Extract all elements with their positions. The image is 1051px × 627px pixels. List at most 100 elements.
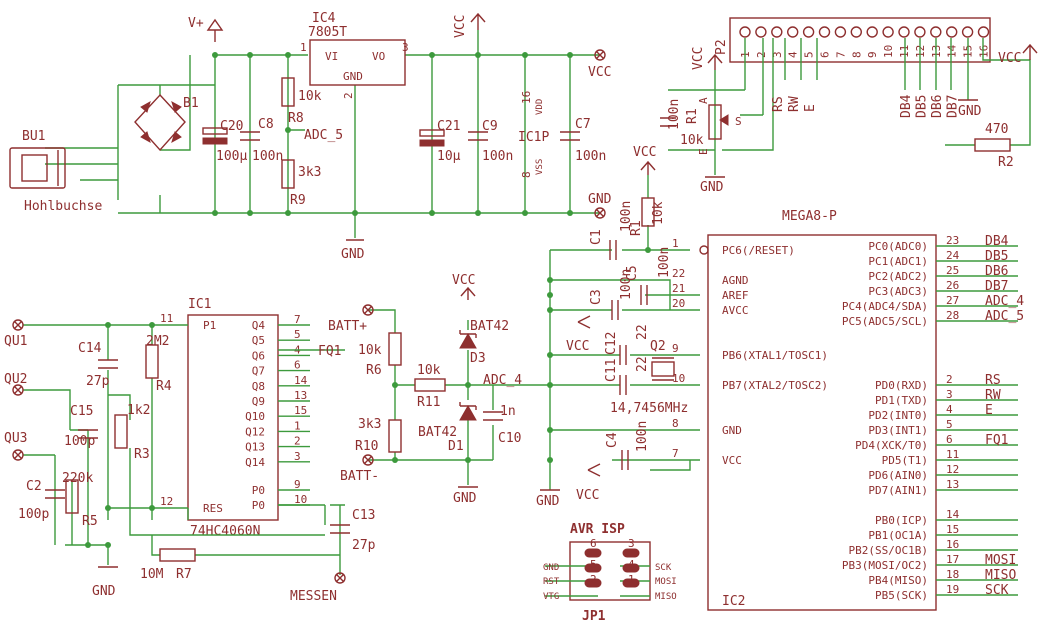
mcu-left-name-7: VCC — [722, 454, 742, 467]
mcu-net-db5: DB5 — [985, 249, 1008, 264]
c4-label: C4 — [605, 432, 620, 448]
mcu-left-name-1: AGND — [722, 274, 749, 287]
mcu-right-pin-16: 16 — [946, 538, 959, 551]
lcd-pin-num-5: 5 — [803, 51, 816, 58]
lcd-pin-num-16: 16 — [978, 45, 991, 58]
ic1-right-name-0: Q4 — [252, 319, 266, 332]
adc5-top-label: ADC_5 — [304, 128, 343, 143]
resistor-r10 — [388, 419, 402, 453]
c20-label: C20 — [220, 119, 243, 134]
lcd-pin-15 — [961, 26, 974, 38]
mcu-right-pin-15: 15 — [946, 523, 959, 536]
ic4-vo: VO — [372, 50, 385, 63]
ic1-right-name-4: Q8 — [252, 380, 265, 393]
gnd-mcu-label: GND — [536, 494, 560, 509]
c5-value: 100n — [657, 247, 672, 278]
qu3-label: QU3 — [4, 431, 27, 446]
lcd-pin-num-8: 8 — [850, 51, 863, 58]
vplus-label: V+ — [188, 16, 204, 31]
resistor-r11 — [414, 378, 446, 392]
mcu-left-name-2: AREF — [722, 289, 749, 302]
cap-c15 — [78, 429, 98, 439]
lcd-db-db6: DB6 — [930, 95, 945, 118]
c3-label: C3 — [589, 289, 604, 305]
mcu-right-name-11: PD5(T1) — [882, 454, 928, 467]
lcd-pin-num-7: 7 — [834, 51, 847, 58]
c9-label: C9 — [482, 119, 498, 134]
mcu-right-name-9: PD3(INT1) — [868, 424, 928, 437]
lcd-rs: RS — [771, 96, 786, 112]
mcu-net-mosi: MOSI — [985, 553, 1016, 568]
gnd-supply-label: GND — [588, 192, 612, 207]
qu1-label: QU1 — [4, 334, 27, 349]
mcu-left-name-5: PB7(XTAL2/TOSC2) — [722, 379, 828, 392]
regulator-ic4: IC4 7805T VI VO GND 1 3 2 — [300, 11, 409, 99]
mcu-right-name-1: PC1(ADC1) — [868, 255, 928, 268]
ic1-left-name-0: P1 — [203, 319, 216, 332]
lcd-pin-num-2: 2 — [755, 51, 768, 58]
resistor-r7 — [159, 548, 196, 562]
c9-value: 100n — [482, 149, 513, 164]
ic1p-label: IC1P — [518, 130, 549, 145]
bu1-label: BU1 — [22, 129, 45, 144]
vcc-batt-arrow — [460, 286, 476, 300]
lcd-pin-4 — [787, 26, 799, 38]
isp-pad-6 — [584, 548, 602, 558]
vcc-top-label: VCC — [453, 15, 468, 38]
adc4-label: ADC_4 — [483, 373, 522, 388]
ic1-right-pin-7: 7 — [294, 313, 301, 326]
r10-label: R10 — [355, 439, 378, 454]
mcu-right-pin-14: 14 — [946, 508, 960, 521]
mcu-net-fq1: FQ1 — [985, 433, 1008, 448]
r1-value: 10k — [651, 201, 666, 225]
vcc-batt-label: VCC — [452, 273, 475, 288]
lcd-e: E — [803, 104, 818, 112]
ic2-label: IC2 — [722, 594, 745, 609]
mcu-right-name-14: PB0(ICP) — [875, 514, 928, 527]
mcu-right-name-8: PD2(INT0) — [868, 409, 928, 422]
pot-e-label: E — [697, 148, 710, 155]
ic1-right-pin-9: 9 — [294, 478, 301, 491]
mcu-right-name-6: PD0(RXD) — [875, 379, 928, 392]
mcu-left-pin-10: 10 — [672, 372, 685, 385]
c8-value: 100n — [252, 149, 283, 164]
gnd-supply-pad: GND — [588, 192, 612, 219]
resistor-r4 — [145, 344, 159, 379]
mcu-net-sck: SCK — [985, 583, 1009, 598]
isp-header-body — [569, 541, 651, 601]
mcu-right-pin-23: 23 — [946, 234, 959, 247]
ic1-right-name-9: Q14 — [245, 456, 265, 469]
isp-pad-num-3: 3 — [628, 537, 635, 550]
isp-pad-num-1: 1 — [628, 573, 635, 586]
lcd-pin-num-10: 10 — [882, 45, 895, 58]
ic1-right-pin-13: 13 — [294, 389, 307, 402]
vcc-bot-arrow — [587, 463, 601, 477]
isp-pad-3 — [622, 548, 640, 558]
ic4-vi: VI — [325, 50, 338, 63]
c10-value: 1n — [500, 404, 516, 419]
r3-label: R3 — [134, 447, 150, 462]
lcd-pin-5 — [802, 26, 815, 38]
c14-label: C14 — [78, 341, 102, 356]
mcu-right-name-12: PD6(AIN0) — [868, 469, 928, 482]
ic1-right-name-2: Q6 — [252, 349, 265, 362]
pot-a-label: A — [697, 97, 710, 104]
ic1-right-pin-10: 10 — [294, 493, 307, 506]
ic1-right-pin-14: 14 — [294, 374, 308, 387]
bridge-rectifier-b1: B1 — [134, 93, 199, 152]
jp1-label: JP1 — [582, 609, 606, 624]
c12-value: 22 — [635, 324, 650, 340]
lcd-pin-7 — [834, 26, 847, 38]
mcu-net-db7: DB7 — [985, 279, 1008, 294]
mcu-right-pin-26: 26 — [946, 279, 959, 292]
pot-s-label: S — [735, 115, 742, 128]
dc-jack-bu1: BU1 Hohlbuchse — [9, 129, 102, 214]
c4-value: 100n — [635, 421, 650, 452]
mcu-left-pin-21: 21 — [672, 282, 685, 295]
r6-value: 10k — [358, 343, 382, 358]
r7-label: R7 — [176, 567, 192, 582]
cap-c5 — [640, 285, 648, 305]
